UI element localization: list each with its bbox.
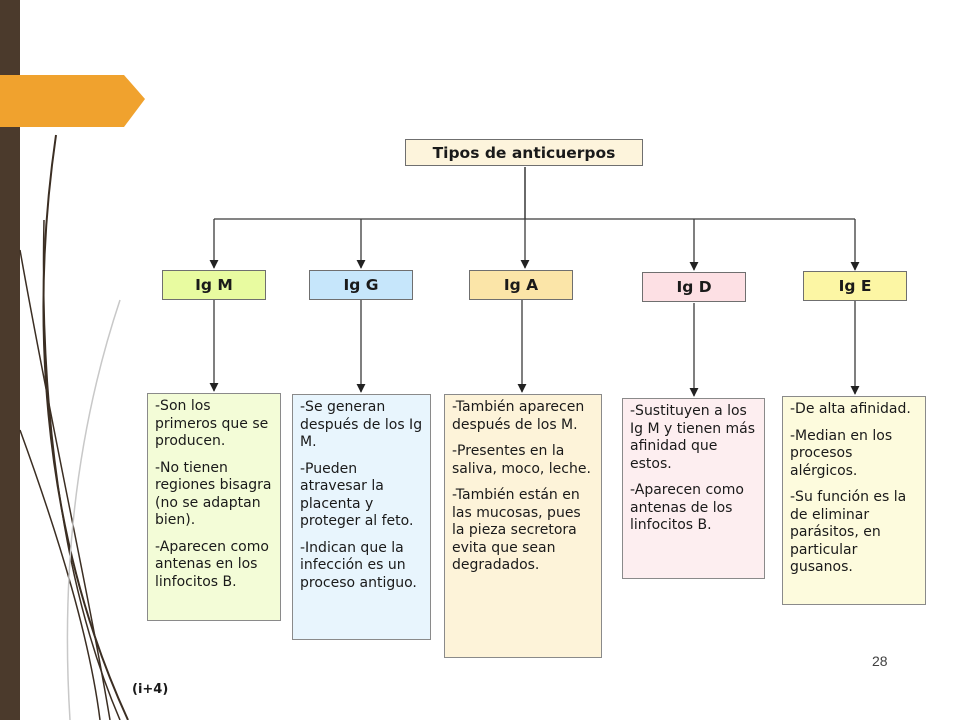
page-number: 28 <box>872 653 888 669</box>
ig-m-point: -No tienen regiones bisagra (no se adapt… <box>155 459 272 529</box>
ig-a-box: Ig A <box>469 270 573 300</box>
ig-e-point: -Median en los procesos alérgicos. <box>790 427 893 479</box>
ig-a-point: -Presentes en la saliva, moco, leche. <box>452 443 591 477</box>
ig-m-description: -Son los primeros que se producen. -No t… <box>147 393 281 621</box>
ig-a-point: -También están en las mucosas, pues la p… <box>452 487 581 573</box>
diagram-title-box: Tipos de anticuerpos <box>405 139 643 166</box>
ig-d-point: -Sustituyen a los Ig M y tienen más afin… <box>630 403 756 472</box>
ig-a-description: -También aparecen después de los M. -Pre… <box>444 394 602 658</box>
ig-e-point: -Su función es la de eliminar parásitos,… <box>790 489 907 575</box>
orange-tab-shape <box>0 75 145 127</box>
ig-m-point: -Son los primeros que se producen. <box>155 398 269 449</box>
ig-d-description: -Sustituyen a los Ig M y tienen más afin… <box>622 398 765 579</box>
ig-g-description: -Se generan después de los Ig M. -Pueden… <box>292 394 431 640</box>
ig-d-box: Ig D <box>642 272 746 302</box>
ig-g-point: -Pueden atravesar la placenta y proteger… <box>300 460 414 530</box>
ig-m-point: -Aparecen como antenas en los linfocitos… <box>155 538 269 590</box>
ig-m-box: Ig M <box>162 270 266 300</box>
ig-d-point: -Aparecen como antenas de los linfocitos… <box>630 482 744 533</box>
footnote-label: (i+4) <box>132 682 169 697</box>
left-decorative-bar <box>0 0 20 720</box>
ig-e-description: -De alta afinidad. -Median en los proces… <box>782 396 926 605</box>
ig-e-point: -De alta afinidad. <box>790 401 911 417</box>
ig-e-box: Ig E <box>803 271 907 301</box>
ig-a-point: -También aparecen después de los M. <box>452 399 585 433</box>
ig-g-point: -Indican que la infección es un proceso … <box>300 539 417 591</box>
ig-g-point: -Se generan después de los Ig M. <box>300 399 423 450</box>
ig-g-box: Ig G <box>309 270 413 300</box>
